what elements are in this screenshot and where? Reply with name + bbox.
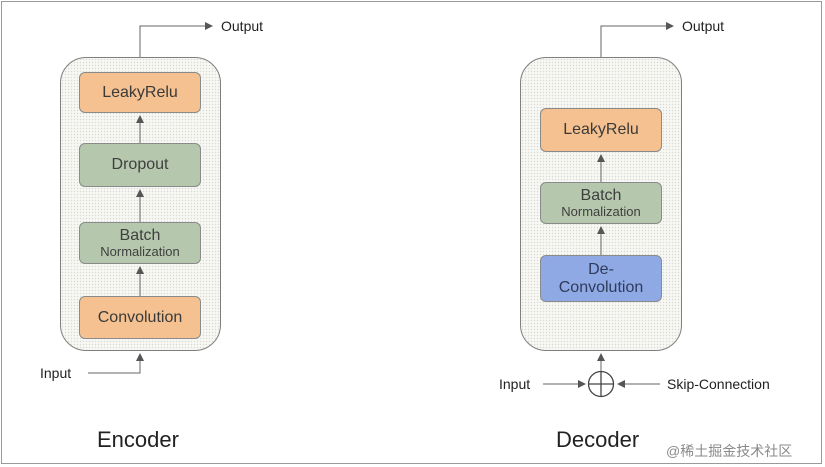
watermark: @稀土掘金技术社区 [666, 443, 793, 459]
encoder-convolution-label: Convolution [97, 308, 183, 326]
encoder-output-arrow [139, 22, 213, 57]
decoder-output-arrow [600, 22, 674, 57]
decoder-leakyrelu-layer: LeakyRelu [540, 108, 662, 152]
decoder-batchnorm-label-line2: Normalization [561, 203, 641, 219]
encoder-leakyrelu-layer: LeakyRelu [79, 72, 201, 113]
decoder-leakyrelu-label: LeakyRelu [563, 121, 639, 139]
decoder-input-label: Input [499, 376, 531, 392]
encoder-output-label: Output [221, 18, 264, 34]
decoder-output-label: Output [682, 18, 725, 34]
encoder-leakyrelu-label: LeakyRelu [102, 83, 178, 101]
encoder-batchnorm-layer: Batch Normalization [79, 222, 201, 264]
encoder-dropout-layer: Dropout [79, 143, 201, 187]
decoder-deconvolution-layer: De- Convolution [540, 255, 662, 302]
decoder-batchnorm-label-line1: Batch [580, 187, 622, 205]
encoder-caption: Encoder [97, 427, 179, 452]
decoder-deconvolution-label-line1: De- [588, 260, 614, 278]
decoder-batchnorm-layer: Batch Normalization [540, 182, 662, 224]
encoder-convolution-layer: Convolution [79, 296, 201, 339]
encoder-batchnorm-label-line1: Batch [119, 227, 161, 245]
sum-node [587, 370, 615, 398]
encoder-batchnorm-label-line2: Normalization [100, 243, 180, 259]
decoder-caption: Decoder [556, 427, 640, 452]
encoder-input-arrow [88, 353, 144, 374]
decoder-deconvolution-label-line2: Convolution [558, 278, 644, 296]
encoder-dropout-label: Dropout [111, 156, 169, 174]
skip-connection-label: Skip-Connection [667, 376, 770, 392]
encoder-input-label: Input [40, 365, 72, 381]
